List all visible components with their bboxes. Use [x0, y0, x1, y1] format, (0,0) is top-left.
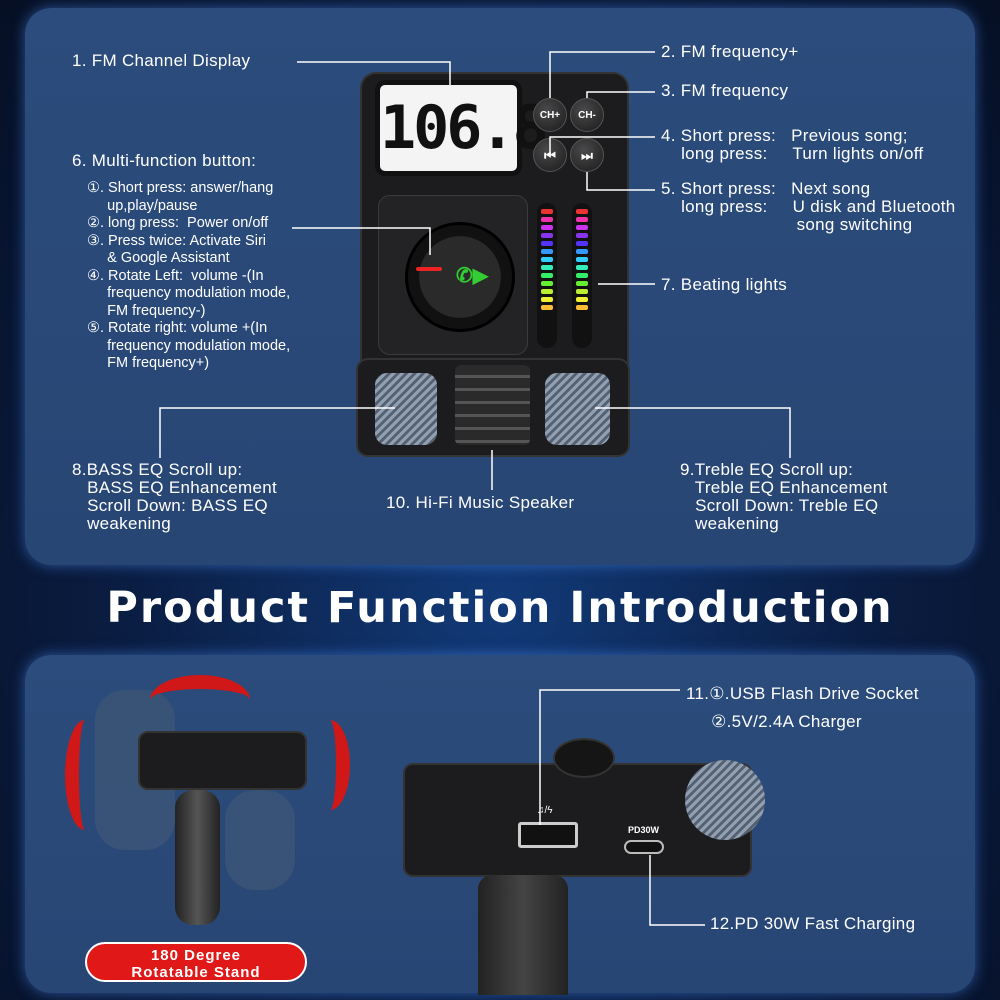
label-bass-eq: 8.BASS EQ Scroll up: BASS EQ Enhancement…: [72, 460, 278, 533]
rotate-arrow-left-icon: [65, 720, 105, 830]
bass-eq-roller[interactable]: [375, 373, 437, 445]
fm-channel-display: 106.8: [375, 80, 549, 176]
rotate-arrow-right-icon: [310, 720, 350, 810]
label-fm-frequency-plus: 2. FM frequency+: [661, 42, 799, 61]
label-treble-eq: 9.Treble EQ Scroll up: Treble EQ Enhance…: [680, 460, 888, 533]
beating-lights-right: [572, 203, 592, 348]
usb-icon: ♫/ϟ: [537, 805, 553, 816]
label-hifi-speaker: 10. Hi-Fi Music Speaker: [386, 493, 575, 512]
ch-plus-button[interactable]: CH+: [533, 98, 567, 132]
rotate-arrow-top-icon: [150, 675, 250, 725]
rotating-device: [140, 733, 305, 788]
rotatable-stand-badge: 180 Degree Rotatable Stand: [85, 942, 307, 982]
pd-label: PD30W: [628, 825, 660, 835]
usb-c-port[interactable]: [624, 840, 664, 854]
next-button[interactable]: ⏭: [570, 138, 604, 172]
multi-function-knob[interactable]: ✆▶: [405, 222, 515, 332]
label-beating-lights: 7. Beating lights: [661, 275, 788, 294]
label-multi-function-button: 6. Multi-function button:: [72, 151, 257, 170]
label-previous-song: 4. Short press: Previous song; long pres…: [661, 126, 924, 163]
page-title: Product Function Introduction: [106, 583, 894, 633]
side-roller[interactable]: [685, 760, 765, 840]
label-fm-channel-display: 1. FM Channel Display: [72, 51, 251, 70]
device-top-knob: [553, 738, 615, 778]
treble-eq-roller[interactable]: [545, 373, 610, 445]
speaker-grille: [455, 365, 530, 445]
label-fm-frequency-minus: 3. FM frequency: [661, 81, 789, 100]
label-pd-charging: 12.PD 30W Fast Charging: [710, 914, 916, 933]
ch-minus-button[interactable]: CH-: [570, 98, 604, 132]
previous-button[interactable]: ⏮: [533, 138, 567, 172]
car-plug-stem: [478, 875, 568, 995]
volume-indicator: [416, 267, 442, 271]
car-plug: [175, 790, 220, 925]
beating-lights-left: [537, 203, 557, 348]
rotating-device-ghost-2: [225, 790, 295, 890]
label-usb-socket: 11.①.USB Flash Drive Socket ②.5V/2.4A Ch…: [686, 684, 919, 731]
phone-play-icon: ✆▶: [456, 265, 489, 287]
usb-port[interactable]: [518, 822, 578, 848]
multi-function-details: ①. Short press: answer/hang up,play/paus…: [87, 180, 291, 371]
label-next-song: 5. Short press: Next song long press: U …: [661, 179, 956, 234]
